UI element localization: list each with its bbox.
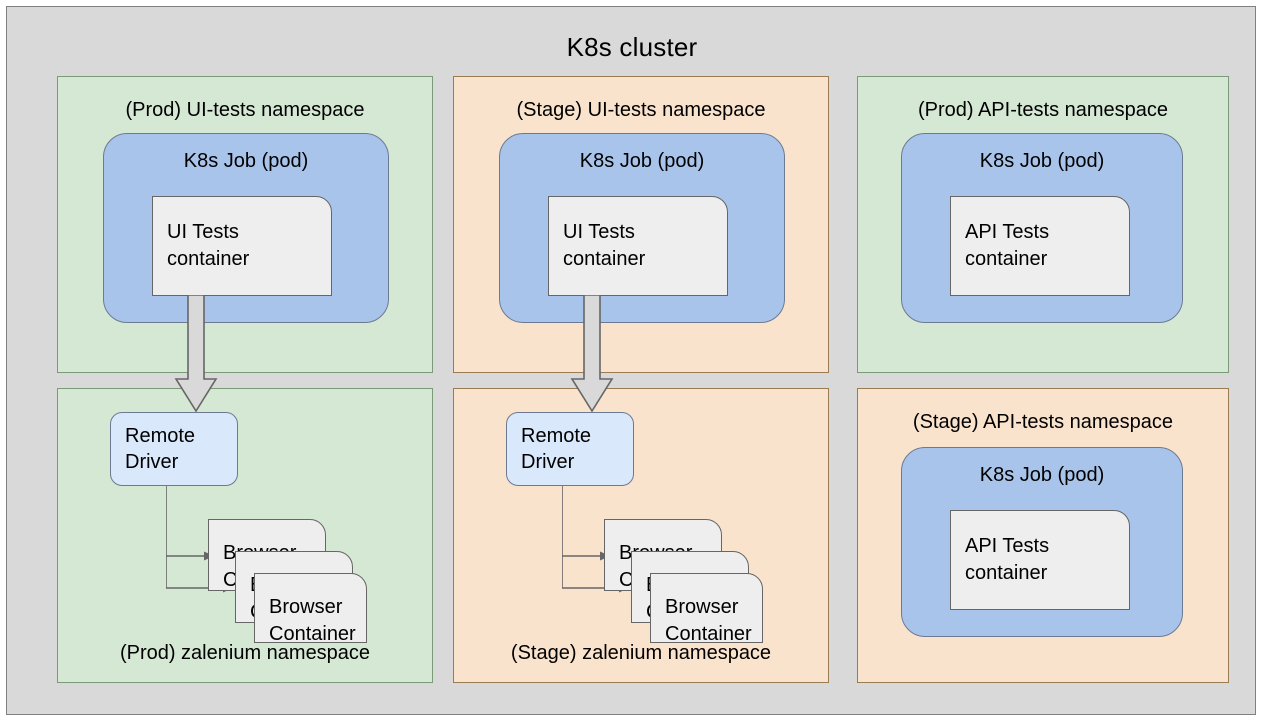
- namespace-label: (Stage) API-tests namespace: [912, 411, 1174, 433]
- browser-container-label-line1: Browser: [269, 596, 343, 618]
- container-api-tests-prod[interactable]: API Tests container: [950, 196, 1130, 296]
- namespace-label: (Stage) zalenium namespace: [510, 642, 772, 664]
- namespace-label: (Prod) API-tests namespace: [917, 99, 1169, 121]
- remote-driver-stage[interactable]: Remote Driver: [506, 412, 634, 486]
- pod-title: K8s Job (pod): [979, 464, 1105, 486]
- container-label-line1: UI Tests: [167, 221, 239, 243]
- container-label-line2: container: [563, 248, 646, 270]
- container-label-line1: API Tests: [965, 535, 1050, 557]
- pod-title: K8s Job (pod): [979, 150, 1105, 172]
- arrow-stage-ui-tests-to-remote-driver: [570, 295, 614, 413]
- namespace-label: (Prod) UI-tests namespace: [125, 99, 365, 121]
- browser-container[interactable]: Browser Container: [650, 573, 763, 645]
- container-api-tests-stage[interactable]: API Tests container: [950, 510, 1130, 610]
- browser-container-label-line2: Container: [269, 623, 356, 645]
- container-label-line1: API Tests: [965, 221, 1050, 243]
- container-label-line2: container: [167, 248, 250, 270]
- container-label-line2: container: [965, 562, 1048, 584]
- pod-title: K8s Job (pod): [183, 150, 309, 172]
- browser-container[interactable]: Browser Container: [254, 573, 367, 645]
- container-ui-tests-stage[interactable]: UI Tests container: [548, 196, 728, 296]
- pod-title: K8s Job (pod): [579, 150, 705, 172]
- container-label-line2: container: [965, 248, 1048, 270]
- remote-driver-label-line1: Remote: [125, 425, 196, 447]
- remote-driver-label-line2: Driver: [125, 451, 179, 473]
- namespace-label: (Prod) zalenium namespace: [119, 642, 371, 664]
- namespace-label: (Stage) UI-tests namespace: [516, 99, 766, 121]
- browser-container-label-line2: Container: [665, 623, 752, 645]
- remote-driver-label-line2: Driver: [521, 451, 575, 473]
- browser-container-label-line1: Browser: [665, 596, 739, 618]
- cluster-title: K8s cluster: [566, 32, 698, 62]
- container-label-line1: UI Tests: [563, 221, 635, 243]
- arrow-prod-ui-tests-to-remote-driver: [174, 295, 218, 413]
- remote-driver-prod[interactable]: Remote Driver: [110, 412, 238, 486]
- container-ui-tests-prod[interactable]: UI Tests container: [152, 196, 332, 296]
- remote-driver-label-line1: Remote: [521, 425, 592, 447]
